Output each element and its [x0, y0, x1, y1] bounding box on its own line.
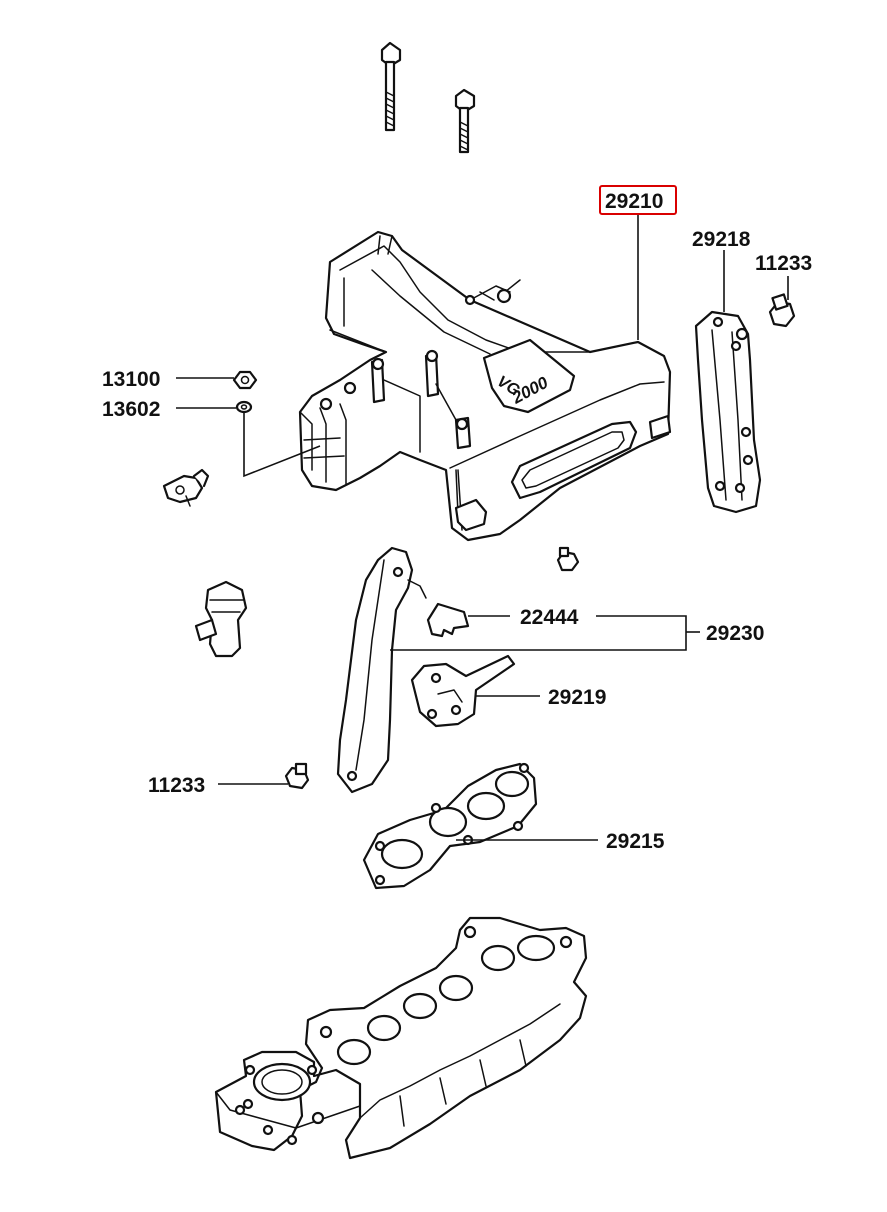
- washer-13602: [235, 400, 253, 414]
- callout-29230[interactable]: 29230: [706, 622, 764, 645]
- leader-lines: [176, 214, 789, 841]
- bolt-11233-bottom: [284, 762, 310, 790]
- callout-29210[interactable]: 29210: [605, 190, 663, 213]
- water-temp-sensor: [194, 580, 248, 658]
- callout-11233-bottom[interactable]: 11233: [148, 774, 205, 797]
- callout-29219[interactable]: 29219: [548, 686, 606, 709]
- bolt-long-left: [380, 41, 402, 132]
- bolt-small-middle: [556, 546, 580, 572]
- stay-29230: [336, 546, 427, 794]
- callout-highlight-box: [599, 185, 677, 215]
- callout-11233-top[interactable]: 11233: [755, 252, 812, 275]
- intake-manifold-lower: [214, 916, 588, 1160]
- callout-13100[interactable]: 13100: [102, 368, 160, 391]
- intake-manifold-upper: VG 2000: [298, 230, 672, 542]
- gasket-29215: [362, 762, 538, 890]
- callout-22444[interactable]: 22444: [520, 606, 579, 629]
- bolt-long-right: [454, 88, 476, 154]
- callout-29218[interactable]: 29218: [692, 228, 751, 251]
- bracket-29218: [694, 310, 762, 514]
- bolt-11233-top: [768, 293, 796, 328]
- clip-22444: [426, 602, 470, 638]
- nut-13100: [232, 370, 258, 390]
- bracket-29219: [410, 654, 516, 728]
- callout-13602[interactable]: 13602: [102, 398, 160, 421]
- callout-29215[interactable]: 29215: [606, 830, 665, 853]
- hose-nipple-fitting: [162, 468, 210, 507]
